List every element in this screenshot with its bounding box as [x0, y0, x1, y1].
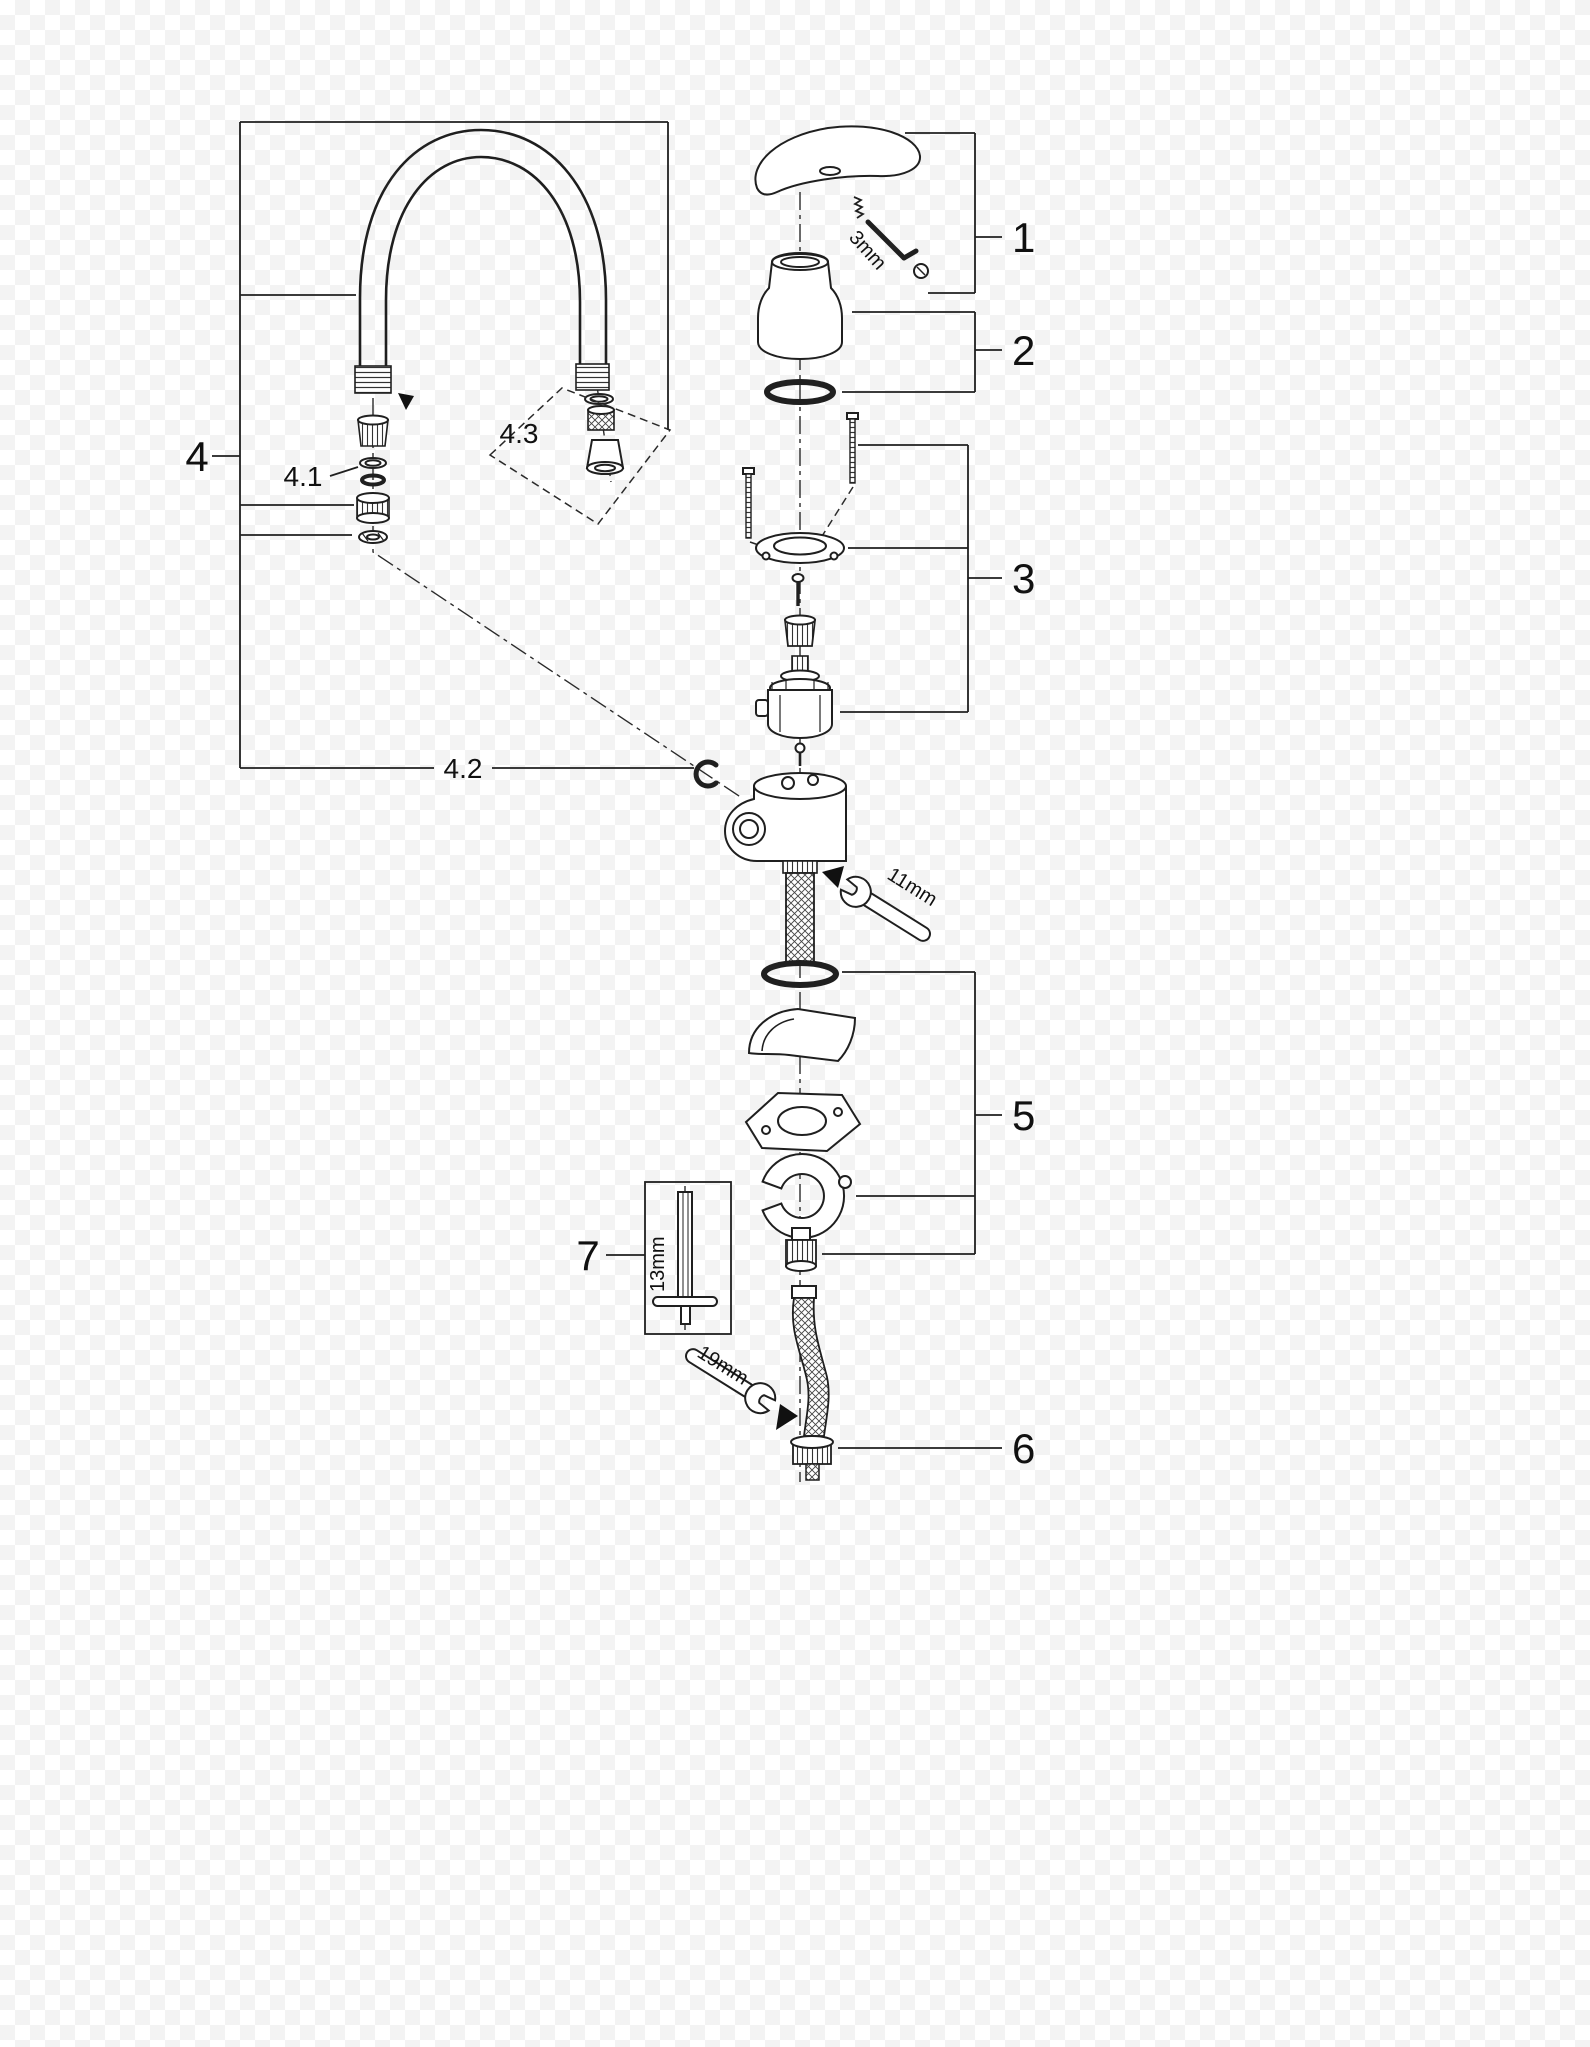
cartridge-nut	[783, 614, 817, 647]
hex-key-size-label: 3mm	[844, 227, 890, 275]
spout-axis	[372, 398, 743, 799]
callout-4-1: 4.1	[284, 461, 323, 492]
shank-adapter	[785, 1227, 817, 1272]
callout-7: 7	[576, 1232, 599, 1279]
spacer-cone-half	[747, 1007, 857, 1063]
socket-size-label: 13mm	[647, 1236, 669, 1292]
c-clip	[693, 759, 719, 789]
lever-handle	[754, 125, 922, 196]
wrench-11mm-size-label: 11mm	[883, 864, 941, 911]
dome-o-ring	[764, 379, 836, 405]
base-o-ring	[761, 960, 839, 988]
bracket-part4	[212, 121, 694, 769]
horseshoe-clamp	[761, 1153, 852, 1239]
body-set-screw	[794, 742, 806, 766]
ceramic-cartridge	[755, 655, 833, 740]
callout-1: 1	[1012, 214, 1035, 261]
bracket-part3	[840, 444, 1002, 713]
callout-3: 3	[1012, 555, 1035, 602]
faucet-body	[723, 772, 847, 862]
callout-4-2: 4.2	[444, 753, 483, 784]
spout	[354, 128, 610, 394]
supply-hose	[790, 1285, 834, 1481]
mounting-flange-ring	[755, 532, 845, 564]
socket-tool-box	[644, 1181, 732, 1335]
callout-4: 4	[185, 433, 208, 480]
flange-screw	[791, 573, 805, 606]
callout-6: 6	[1012, 1425, 1035, 1472]
callout-4-3: 4.3	[500, 418, 539, 449]
handle-screw-and-hex-key	[853, 196, 929, 279]
aerator-group-box	[488, 387, 672, 526]
bracket-part5	[822, 971, 1002, 1255]
dome-cap	[757, 251, 843, 361]
bracket-part2	[842, 311, 1002, 393]
mounting-plate	[744, 1091, 862, 1153]
callout-5: 5	[1012, 1092, 1035, 1139]
wrench-19mm-arrow	[776, 1404, 798, 1430]
wrench-11mm-arrow	[822, 866, 844, 888]
callout-2: 2	[1012, 327, 1035, 374]
swivel-arrow	[398, 393, 414, 410]
threaded-shank	[782, 860, 818, 964]
bracket-part1	[905, 132, 1002, 294]
aerator-parts	[584, 393, 625, 475]
spout-retainer-parts	[356, 414, 390, 544]
